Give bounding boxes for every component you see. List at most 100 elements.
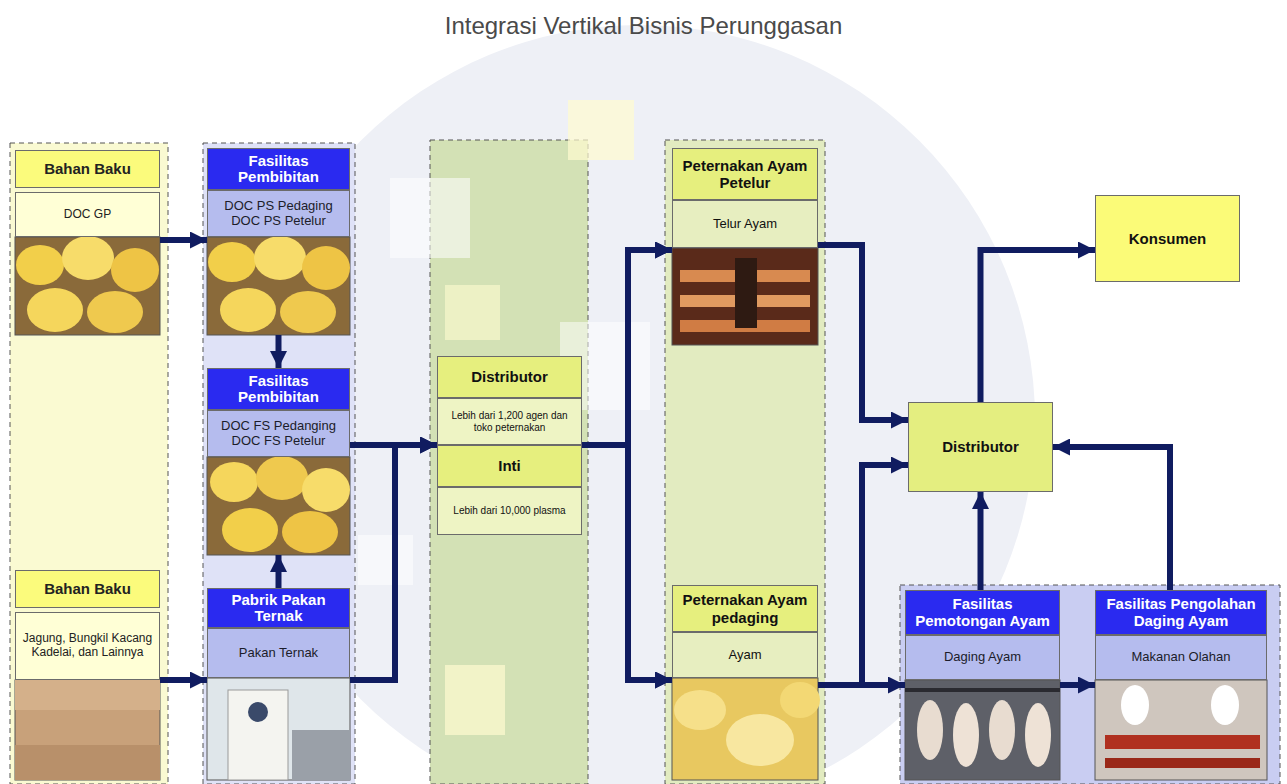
photo-detail — [280, 291, 336, 333]
box-text: Jagung, Bungkil Kacang Kadelai, dan Lain… — [15, 612, 160, 680]
box-text: Daging Ayam — [905, 635, 1060, 680]
photo-detail — [220, 288, 276, 332]
photo-detail — [228, 690, 288, 780]
process-box: Fasilitas PembibitanDOC FS Pedanging DOC… — [207, 368, 350, 555]
slaughter-photo — [905, 680, 1060, 780]
box-heading: Bahan Baku — [15, 150, 160, 188]
box-heading: Distributor — [437, 356, 582, 398]
column-band — [10, 143, 168, 784]
box-heading: Bahan Baku — [15, 570, 160, 608]
photo-detail — [27, 288, 83, 332]
photo-detail — [62, 236, 114, 280]
chick-photo — [207, 236, 350, 335]
photo-detail — [780, 682, 820, 718]
box-heading: Konsumen — [1095, 195, 1240, 282]
photo-detail — [210, 462, 258, 502]
process-box: Pabrik Pakan TernakPakan Ternak — [207, 588, 350, 780]
photo-frame — [207, 678, 350, 780]
photo-detail — [1105, 735, 1260, 749]
box-text: Telur Ayam — [672, 200, 818, 248]
process-box: IntiLebih dari 10,000 plasma — [437, 445, 582, 535]
process-box: Peternakan Ayam pedagingAyam — [672, 585, 818, 780]
photo-detail — [735, 258, 757, 328]
photo-frame — [207, 237, 350, 335]
box-heading: Inti — [437, 445, 582, 487]
process-box: Bahan BakuJagung, Bungkil Kacang Kadelai… — [15, 570, 160, 780]
photo-detail — [254, 236, 306, 280]
flow-arrow — [1060, 682, 1095, 688]
photo-frame — [15, 680, 160, 780]
process-box: Fasilitas Pengolahan Daging AyamMakanan … — [1095, 590, 1267, 780]
photo-detail — [726, 714, 794, 766]
photo-detail — [111, 248, 159, 292]
box-text: DOC PS Pedaging DOC PS Petelur — [207, 190, 350, 237]
photo-frame — [1095, 680, 1267, 780]
photo-detail — [87, 291, 143, 333]
photo-detail — [953, 703, 979, 767]
box-heading: Fasilitas Pembibitan — [207, 148, 350, 190]
flow-arrow — [350, 445, 437, 680]
watermark-square — [568, 100, 634, 160]
photo-detail — [1121, 685, 1149, 725]
photo-detail — [905, 688, 1060, 692]
box-heading: Fasilitas Pembibitan — [207, 368, 350, 410]
processing-photo — [1095, 680, 1267, 780]
flow-arrow — [582, 250, 672, 445]
flow-arrow — [818, 682, 905, 688]
box-heading: Peternakan Ayam pedaging — [672, 585, 818, 632]
chick-photo — [207, 456, 350, 555]
photo-detail — [917, 700, 943, 760]
box-heading: Fasilitas Pemotongan Ayam — [905, 590, 1060, 635]
photo-detail — [222, 508, 278, 552]
watermark-square — [390, 178, 470, 258]
box-text: Lebih dari 10,000 plasma — [437, 487, 582, 535]
process-box: Bahan BakuDOC GP — [15, 150, 160, 335]
photo-detail — [15, 745, 160, 780]
flow-arrow — [818, 245, 908, 420]
photo-frame — [672, 248, 818, 345]
process-box: Fasilitas Pemotongan AyamDaging Ayam — [905, 590, 1060, 780]
watermark-square — [445, 285, 500, 340]
photo-detail — [15, 680, 160, 710]
photo-frame — [207, 457, 350, 555]
box-text: DOC GP — [15, 192, 160, 237]
photo-detail — [1211, 685, 1239, 725]
watermark-square — [358, 535, 413, 585]
process-box: Konsumen — [1095, 195, 1240, 282]
flow-arrow — [978, 492, 984, 590]
photo-detail — [302, 468, 350, 512]
flow-arrow — [160, 677, 207, 683]
flow-arrow — [160, 237, 207, 243]
feed-grain-photo — [15, 680, 160, 780]
box-text: Makanan Olahan — [1095, 635, 1267, 680]
photo-detail — [256, 456, 308, 500]
photo-detail — [208, 242, 256, 282]
diagram-title: Integrasi Vertikal Bisnis Perunggasan — [445, 12, 843, 39]
photo-detail — [674, 690, 726, 730]
photo-detail — [1105, 758, 1260, 768]
egg-farm-photo — [672, 248, 818, 345]
flow-arrow — [582, 250, 672, 445]
photo-frame — [905, 680, 1060, 780]
box-heading: Distributor — [908, 402, 1053, 492]
watermark-square — [445, 665, 505, 735]
photo-detail — [282, 511, 338, 553]
factory-photo — [207, 678, 350, 780]
box-text: DOC FS Pedanging DOC FS Petelur — [207, 410, 350, 457]
photo-detail — [302, 246, 350, 290]
box-text: Ayam — [672, 632, 818, 678]
flow-arrow — [1053, 447, 1170, 590]
photo-frame — [15, 237, 160, 335]
process-box: Fasilitas PembibitanDOC PS Pedaging DOC … — [207, 148, 350, 335]
chick-photo — [15, 236, 160, 335]
process-box: DistributorLebih dari 1,200 agen dan tok… — [437, 356, 582, 445]
column-band — [900, 585, 1280, 784]
title-bar: Integrasi Vertikal Bisnis Perunggasan — [0, 12, 1287, 40]
box-heading: Pabrik Pakan Ternak — [207, 588, 350, 628]
flow-arrow — [981, 250, 1096, 402]
flow-arrow — [582, 445, 672, 680]
box-text: Pakan Ternak — [207, 628, 350, 678]
